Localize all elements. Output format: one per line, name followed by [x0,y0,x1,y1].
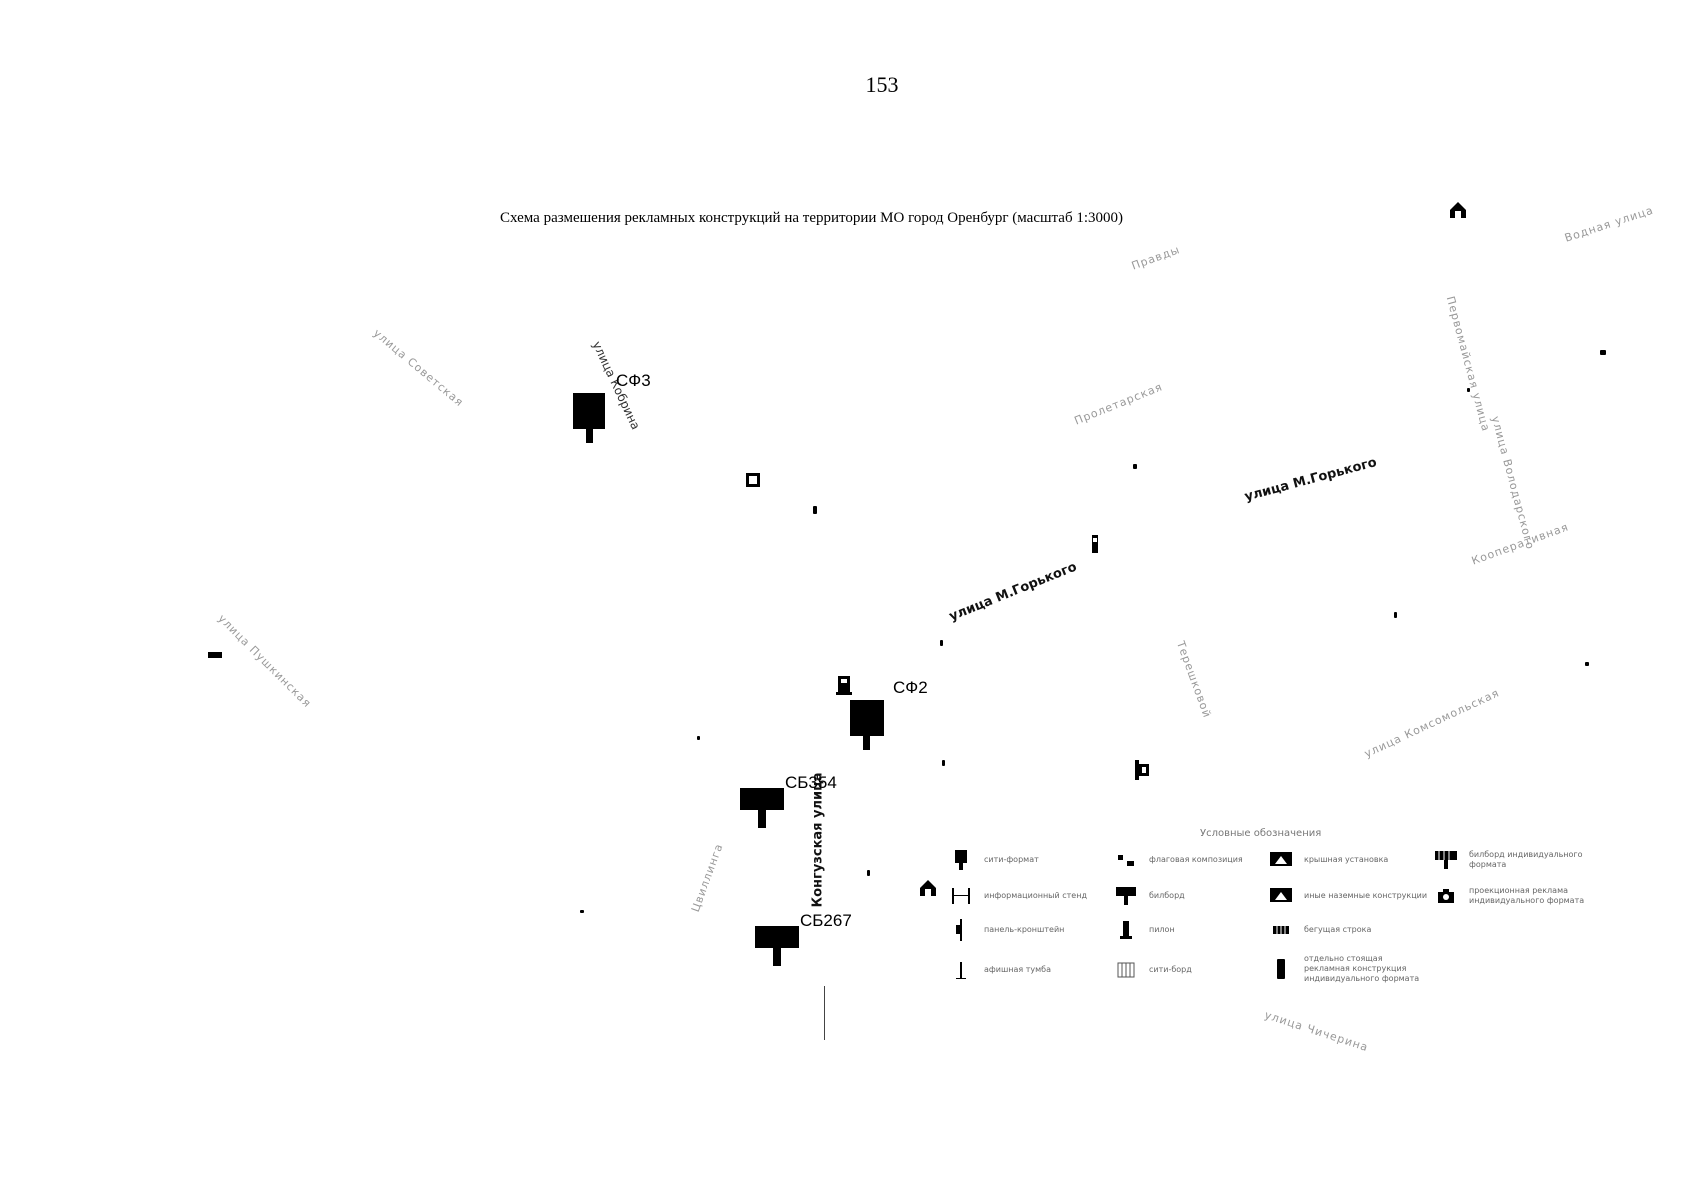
legend-item: пилон [1115,920,1175,940]
site-label-sf2: СФ2 [893,678,928,697]
projection-ad-icon [1435,886,1457,906]
legend-item: афишная тумба [950,960,1051,980]
standalone-individual-icon [1270,959,1292,979]
street-label-misc-7: Терешковой [1173,639,1214,720]
other-ground-construction-icon [1270,886,1292,906]
map-title: Схема размешения рекламных конструкций н… [500,210,1123,226]
street-label-misc-6: улица Володарского [1488,414,1537,552]
street-label-misc-8: улица Комсомольская [1362,686,1502,761]
street-label-gorkogo-lower: улица М.Горького [947,559,1080,625]
map-point [697,736,700,740]
legend-title: Условные обозначения [1200,828,1322,839]
billboard-icon [1115,886,1137,906]
site-marker-sb354[interactable] [740,788,786,830]
legend-item: отдельно стоящая рекламная конструкция и… [1270,954,1420,984]
home-icon [920,880,936,896]
site-post [773,948,781,966]
street-label-misc-10: улица Чичерина [1262,1008,1371,1055]
site-marker-sf3[interactable] [573,393,609,445]
map-point [1394,612,1397,618]
legend-item: крышная установка [1270,850,1388,870]
site-marker-sb267[interactable] [755,926,801,968]
flag-composition-icon [1115,850,1137,870]
site-post [863,736,870,750]
street-label-misc-12: Правды [1129,243,1182,273]
site-panel [573,393,605,429]
site-marker-sf2[interactable] [850,700,886,752]
legend-item: билборд [1115,886,1185,906]
map-point [813,506,817,514]
legend-item: сити-борд [1115,960,1192,980]
city-format-icon [950,850,972,870]
street-label-misc-1: Пролетарская [1072,380,1165,428]
street-label-misc-2: улица Советская [370,326,467,410]
site-post [586,429,593,443]
site-label-sf3: СФ3 [616,371,651,390]
stand-marker-icon [1135,760,1149,780]
site-panel [850,700,884,736]
individual-billboard-icon [1435,850,1457,870]
info-stand-icon [950,886,972,906]
legend-item: панель-кронштейн [950,919,1064,941]
legend-item: сити-формат [950,850,1039,870]
map-line [824,986,825,1040]
street-label-misc-5: Первомайская улица [1443,294,1493,434]
map-point [1600,350,1606,355]
roof-installation-icon [1270,850,1292,870]
legend-item: проекционная реклама индивидуального фор… [1435,886,1605,906]
map-point [1585,662,1589,666]
map-point [1133,464,1137,469]
legend-item: иные наземные конструкции [1270,886,1427,906]
running-line-icon [1270,920,1292,940]
pylon-marker-icon [836,676,852,695]
legend-item: билборд индивидуального формата [1435,850,1605,870]
small-post-icon [1092,535,1098,553]
street-label-misc-9: Цвиллинга [688,841,726,914]
map-point [1467,388,1470,392]
site-panel [755,926,799,948]
street-label-misc-11: Водная улица [1562,203,1656,245]
poster-column-icon [950,960,972,980]
small-marker-icon [208,652,222,658]
map-point [867,870,870,876]
bracket-panel-icon [950,919,972,941]
site-post [758,810,766,828]
map-point [942,760,945,766]
legend-item: информационный стенд [950,886,1087,906]
site-label-sb267: СБ267 [800,911,852,930]
legend-item: бегущая строка [1270,920,1371,940]
site-label-sb354: СБ354 [785,773,837,792]
page-number: 153 [865,72,899,97]
site-panel [740,788,784,810]
city-board-icon [1115,960,1137,980]
legend: Условные обозначения сити-формат информа… [950,828,1610,998]
pylon-icon [1115,920,1137,940]
home-icon [1450,202,1466,218]
street-label-misc-3: улица Пушкинская [215,611,314,711]
legend-item: флаговая композиция [1115,850,1243,870]
street-label-gorkogo-upper: улица М.Горького [1243,455,1379,505]
map-point [940,640,943,646]
map-point [580,910,584,913]
square-marker-icon [746,473,760,487]
